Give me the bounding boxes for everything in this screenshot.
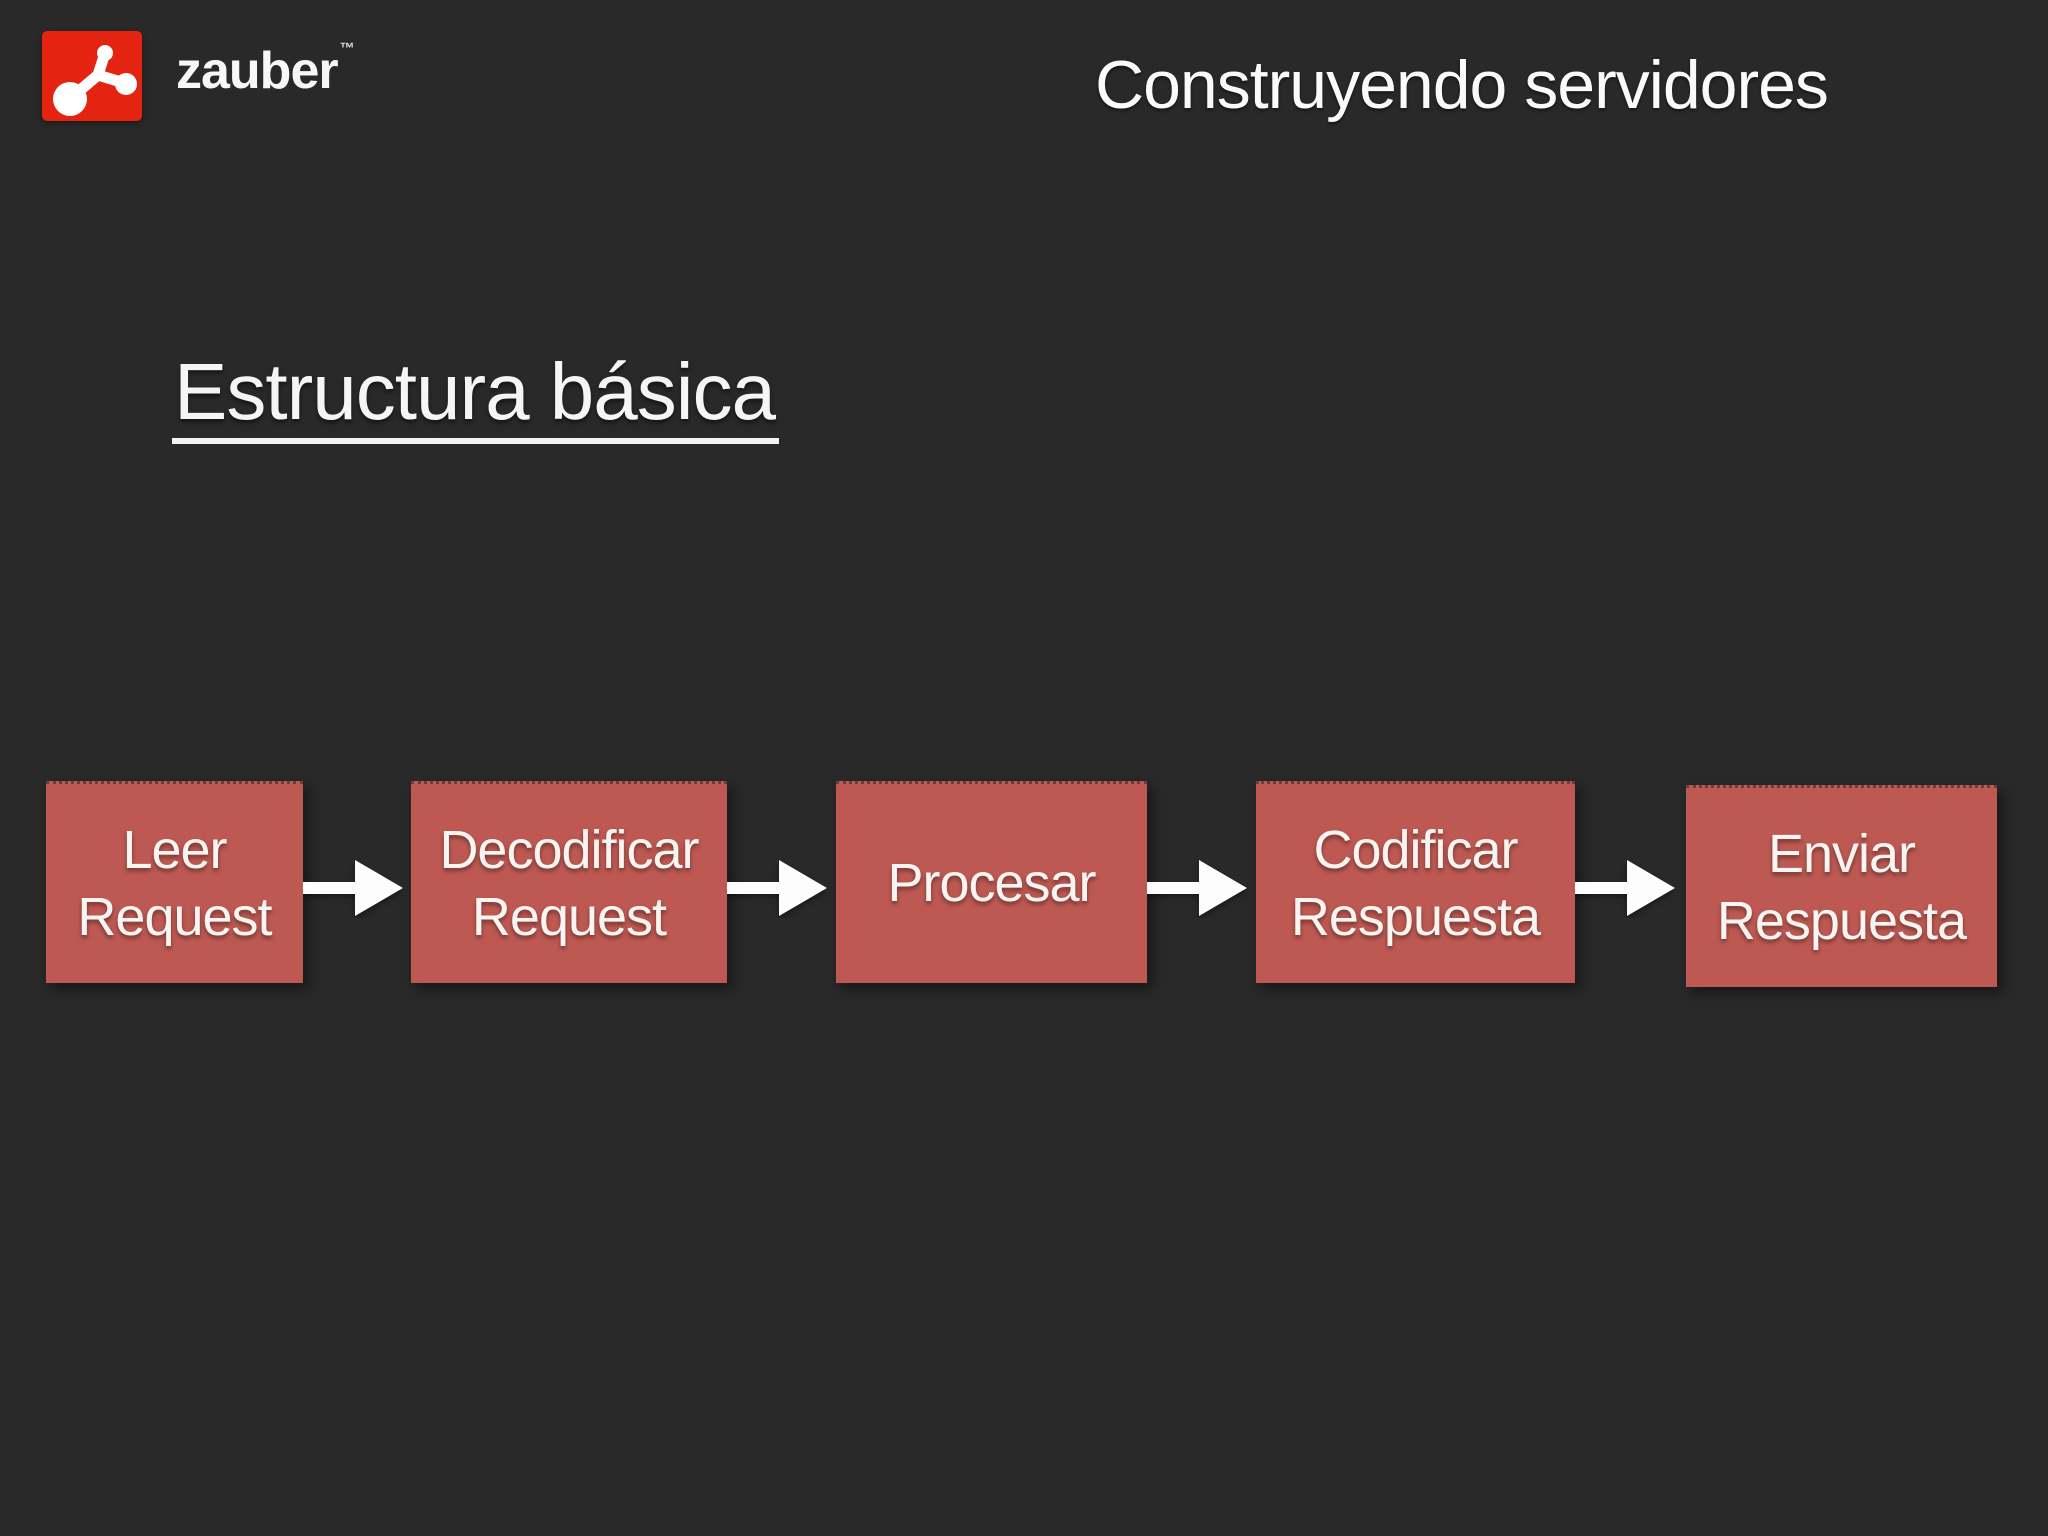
flow-step-enviar-respuesta: Enviar Respuesta bbox=[1686, 785, 1997, 987]
arrow-right-icon bbox=[1147, 860, 1247, 916]
arrow-right-icon bbox=[1575, 860, 1675, 916]
trademark-symbol: ™ bbox=[339, 40, 355, 57]
brand-name: zauber bbox=[176, 42, 339, 100]
arrow-right-icon bbox=[727, 860, 827, 916]
section-heading: Estructura básica bbox=[172, 352, 780, 444]
arrow-right-icon bbox=[303, 860, 403, 916]
flow-step-procesar: Procesar bbox=[836, 781, 1147, 983]
step-label: Codificar Respuesta bbox=[1290, 819, 1541, 947]
step-label: Decodificar Request bbox=[439, 819, 699, 947]
step-label: Enviar Respuesta bbox=[1716, 823, 1967, 951]
flow-step-codificar-respuesta: Codificar Respuesta bbox=[1256, 781, 1575, 983]
step-label: Leer Request bbox=[77, 819, 272, 947]
molecule-icon bbox=[42, 31, 142, 121]
slide-title: Construyendo servidores bbox=[1095, 47, 1829, 123]
flow-step-decodificar-request: Decodificar Request bbox=[411, 781, 727, 983]
step-label: Procesar bbox=[887, 853, 1096, 913]
flow-step-leer-request: Leer Request bbox=[46, 781, 303, 983]
